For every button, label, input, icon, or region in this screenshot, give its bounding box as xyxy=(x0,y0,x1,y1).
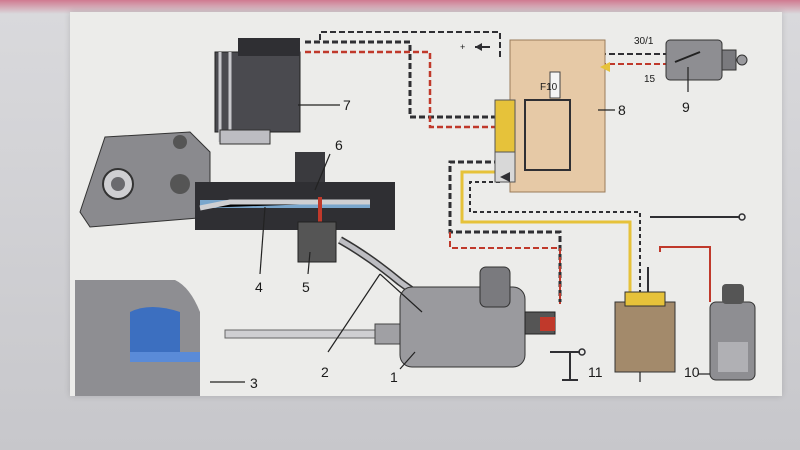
cable-2 xyxy=(224,236,438,345)
labels: 7 8 9 6 4 5 2 1 3 11 10 F10 30/1 15 + xyxy=(250,36,700,391)
label-10: 10 xyxy=(684,364,700,380)
label-8: 8 xyxy=(618,102,626,118)
label-5: 5 xyxy=(302,279,310,295)
label-1: 1 xyxy=(390,369,398,385)
label-2: 2 xyxy=(321,364,329,380)
ignition-coil-10 xyxy=(709,284,756,381)
label-3: 3 xyxy=(250,375,258,391)
label-7: 7 xyxy=(343,97,351,113)
leader-lines xyxy=(210,67,710,383)
fuse-label: F10 xyxy=(540,82,558,93)
control-unit-11 xyxy=(614,291,676,373)
label-9: 9 xyxy=(682,99,690,115)
solenoid-1 xyxy=(399,266,586,381)
plus-label: + xyxy=(460,42,465,52)
ignition-switch xyxy=(665,39,748,81)
label-4: 4 xyxy=(255,279,263,295)
label-6: 6 xyxy=(335,137,343,153)
throttle-body xyxy=(79,131,211,228)
terminal-30-1-label: 30/1 xyxy=(634,36,654,47)
wiring-diagram: 7 8 9 6 4 5 2 1 3 11 10 F10 30/1 15 + xyxy=(75,31,756,397)
relay-block xyxy=(494,39,610,193)
actuator-7 xyxy=(214,38,301,145)
diagram-panel: 7 8 9 6 4 5 2 1 3 11 10 F10 30/1 15 + xyxy=(70,12,782,397)
valve-assembly xyxy=(195,152,395,263)
intake-pipe-3 xyxy=(75,280,200,397)
label-11: 11 xyxy=(588,364,603,380)
terminal-15-label: 15 xyxy=(644,74,656,85)
wires-upper xyxy=(305,31,746,304)
